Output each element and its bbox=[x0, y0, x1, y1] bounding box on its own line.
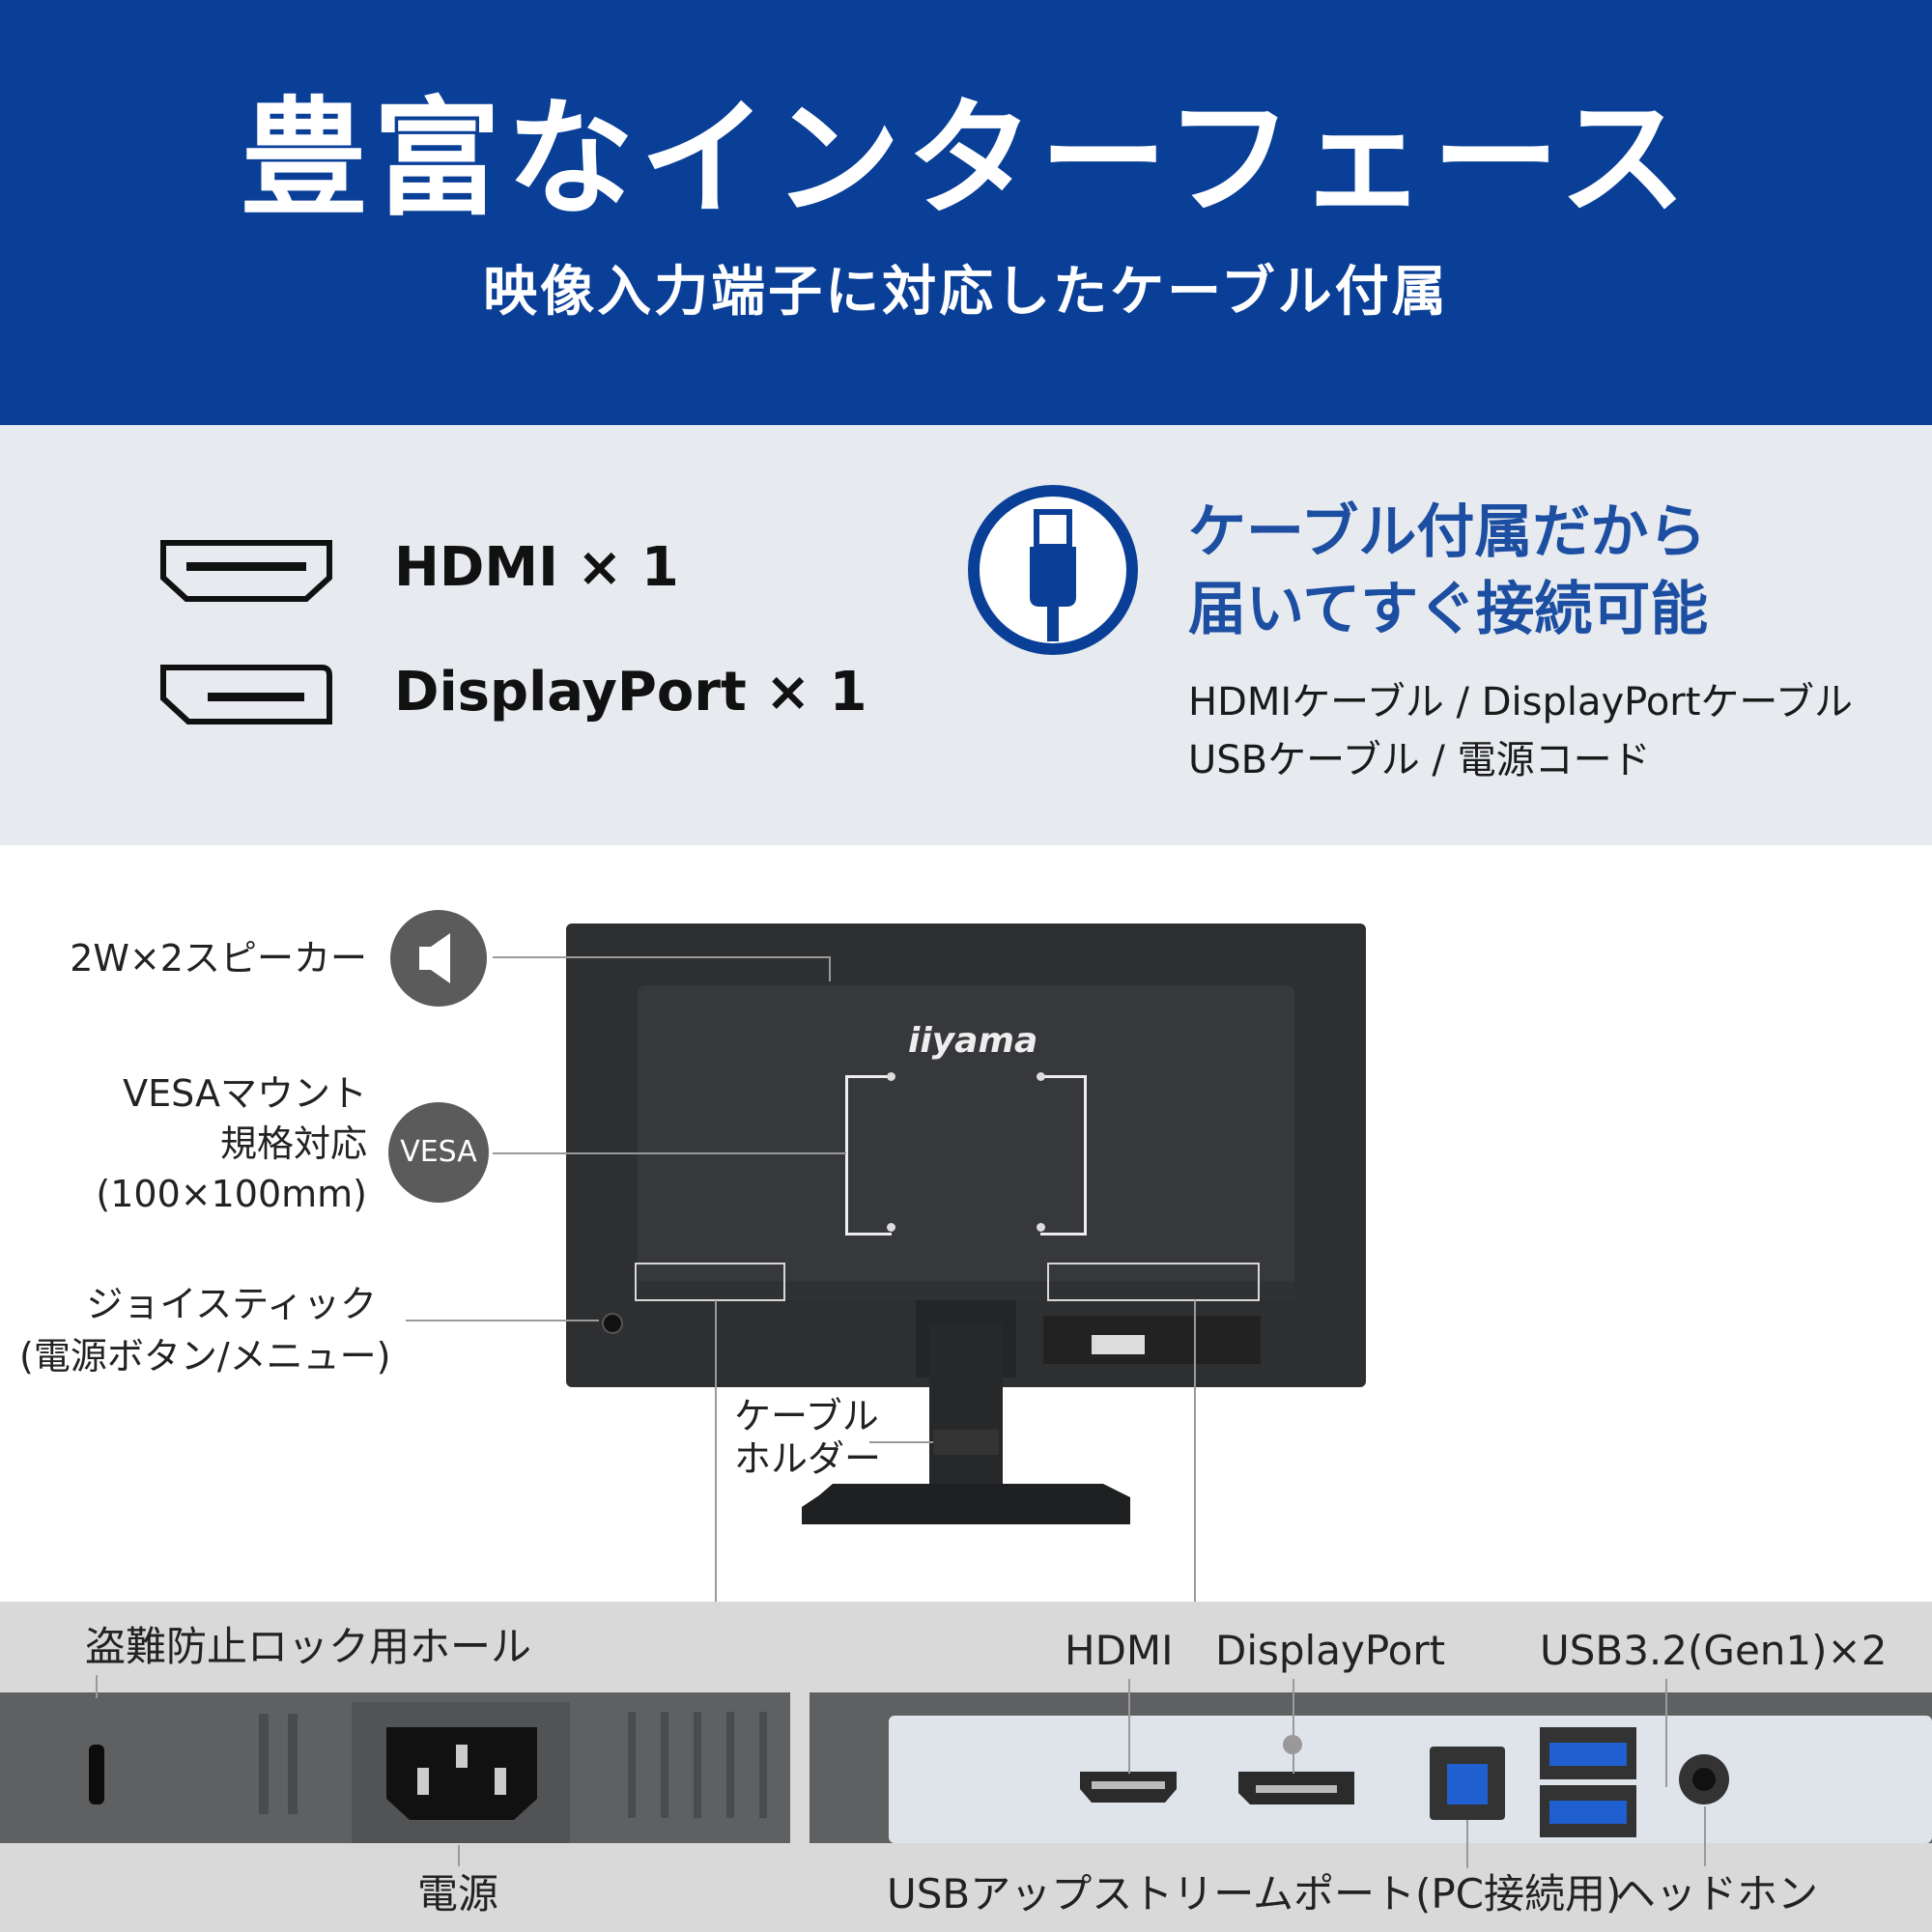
callout-line bbox=[1194, 1300, 1196, 1692]
headphone-label: ヘッドホン bbox=[1615, 1870, 1819, 1918]
speaker-label: 2W×2スピーカー bbox=[70, 937, 367, 980]
callout-line bbox=[1128, 1679, 1130, 1774]
vesa-label-line2: 規格対応 bbox=[219, 1122, 367, 1165]
ports-side-closeup bbox=[810, 1692, 1932, 1843]
usb-ports-label: USB3.2(Gen1)×2 bbox=[1540, 1627, 1888, 1674]
hdmi-port-icon bbox=[160, 540, 332, 602]
monitor-rear-illustration bbox=[566, 923, 1366, 1524]
vesa-screw-hole bbox=[887, 1072, 895, 1081]
vesa-screw-hole bbox=[1037, 1072, 1045, 1081]
cable-list-line1: HDMIケーブル / DisplayPortケーブル bbox=[1188, 680, 1854, 724]
cable-heading-line2: 届いてすぐ接続可能 bbox=[1188, 576, 1709, 643]
speaker-icon bbox=[390, 910, 487, 1007]
callout-line bbox=[1665, 1679, 1667, 1787]
cable-holder-label-line2: ホルダー bbox=[734, 1437, 882, 1480]
page-subtitle: 映像入力端子に対応したケーブル付属 bbox=[483, 261, 1449, 324]
monitor-logo: iiyama bbox=[908, 1021, 1038, 1061]
displayport-count: DisplayPort × 1 bbox=[394, 661, 867, 724]
power-side-closeup bbox=[0, 1692, 790, 1843]
vesa-screw-hole bbox=[887, 1223, 895, 1232]
callout-line bbox=[829, 956, 831, 981]
callout-line bbox=[458, 1845, 460, 1866]
cable-plug-icon bbox=[968, 485, 1138, 655]
cable-holder-label-line1: ケーブル bbox=[734, 1395, 879, 1437]
vesa-label-line1: VESAマウント bbox=[123, 1072, 367, 1115]
usb-upstream-label: USBアップストリームポート(PC接続用) bbox=[887, 1870, 1622, 1918]
callout-line bbox=[493, 956, 831, 958]
page-title: 豊富なインターフェース bbox=[240, 85, 1692, 234]
vesa-label-line3: (100×100mm) bbox=[96, 1173, 367, 1215]
vesa-badge: VESA bbox=[388, 1102, 489, 1203]
cable-heading-line1: ケーブル付属だから bbox=[1188, 498, 1707, 566]
callout-line bbox=[1293, 1679, 1294, 1774]
callout-line bbox=[1704, 1806, 1706, 1866]
hero-banner: 豊富なインターフェース 映像入力端子に対応したケーブル付属 bbox=[0, 0, 1932, 425]
callout-line bbox=[715, 1300, 717, 1692]
vesa-bracket-right bbox=[1040, 1075, 1087, 1236]
power-label: 電源 bbox=[417, 1870, 499, 1918]
joystick-label-line1: ジョイスティック bbox=[86, 1283, 377, 1325]
displayport-label: DisplayPort bbox=[1215, 1627, 1446, 1674]
features-panel: HDMI × 1 DisplayPort × 1 ケーブル付属だから 届いてすぐ… bbox=[0, 425, 1932, 845]
vesa-screw-hole bbox=[1037, 1223, 1045, 1232]
displayport-icon bbox=[160, 665, 332, 724]
joystick-label-line2: (電源ボタン/メニュー) bbox=[19, 1335, 391, 1378]
hdmi-count: HDMI × 1 bbox=[394, 536, 679, 599]
hdmi-port-label: HDMI bbox=[1065, 1627, 1174, 1674]
callout-line bbox=[869, 1441, 933, 1443]
lock-hole-label: 盗難防止ロック用ホール bbox=[85, 1623, 532, 1670]
callout-line bbox=[96, 1675, 98, 1698]
cable-list-line2: USBケーブル / 電源コード bbox=[1188, 738, 1651, 782]
vesa-bracket-left bbox=[845, 1075, 892, 1236]
callout-line bbox=[1466, 1820, 1468, 1868]
callout-line bbox=[406, 1320, 599, 1321]
callout-line bbox=[493, 1152, 846, 1154]
